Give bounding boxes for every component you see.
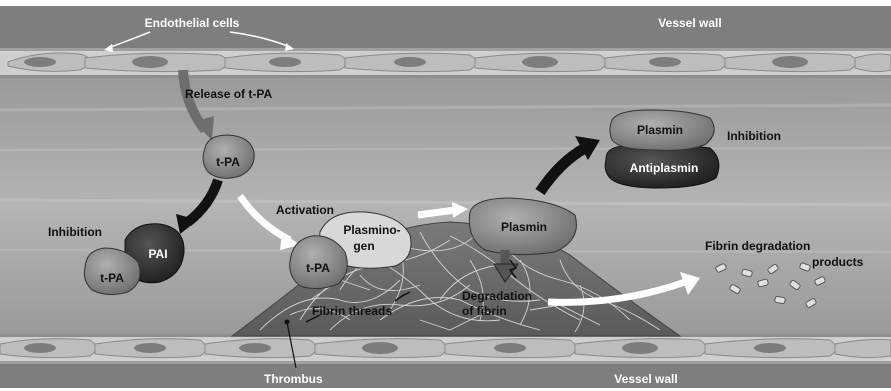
tpa-free-label: t-PA: [216, 155, 240, 169]
thrombus-label: Thrombus: [264, 372, 323, 386]
conversion-arrow: [418, 210, 455, 215]
pai-label: PAI: [148, 247, 167, 261]
endothelial-cells-label: Endothelial cells: [145, 16, 240, 30]
degradation-label-line1: Degradation: [462, 289, 532, 303]
inhibition-right-label: Inhibition: [727, 129, 781, 143]
inhibition-left-label: Inhibition: [48, 225, 102, 239]
activation-label: Activation: [276, 203, 334, 217]
fdp-label-line1: Fibrin degradation: [705, 239, 810, 253]
plasmin-antiplasmin-complex: Antiplasmin Plasmin: [605, 110, 719, 188]
tpa-inhibited-label: t-PA: [100, 271, 124, 285]
plasmin-inhibited-label: Plasmin: [637, 123, 683, 137]
plasminogen-label-line2: gen: [353, 239, 374, 253]
plasmin-active-molecule: Plasmin: [469, 198, 576, 255]
degradation-label-line2: of fibrin: [462, 304, 507, 318]
tpa-bound-label: t-PA: [306, 261, 330, 275]
fibrin-threads-label: Fibrin threads: [312, 304, 392, 318]
antiplasmin-label: Antiplasmin: [630, 161, 699, 175]
release-tpa-label: Release of t-PA: [185, 87, 272, 101]
vessel-wall-top-label: Vessel wall: [658, 16, 721, 30]
endothelial-cells-top: [8, 53, 891, 72]
tpa-free-molecule: t-PA: [203, 135, 254, 178]
plasmin-active-label: Plasmin: [501, 220, 547, 234]
plasminogen-label-line1: Plasmino-: [343, 223, 400, 237]
vessel-wall-bottom-label: Vessel wall: [614, 372, 677, 386]
fdp-label-line2: products: [812, 255, 864, 269]
